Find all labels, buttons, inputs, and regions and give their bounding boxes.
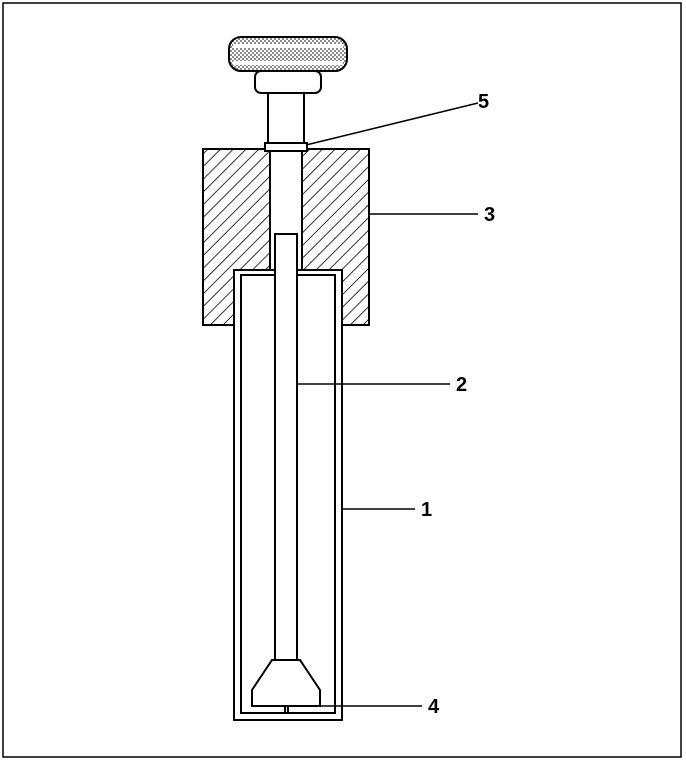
plunger-rod	[251, 233, 321, 707]
callout-2: 2	[456, 374, 467, 396]
plunger-knob	[228, 36, 348, 94]
seal-ring	[264, 142, 308, 152]
callout-4: 4	[428, 696, 440, 718]
callout-5: 5	[478, 91, 489, 113]
nozzle	[284, 706, 289, 713]
plunger-upper-stem	[267, 92, 305, 148]
leader-line-5	[305, 102, 479, 146]
callout-1: 1	[421, 499, 432, 521]
callout-3: 3	[484, 204, 495, 226]
